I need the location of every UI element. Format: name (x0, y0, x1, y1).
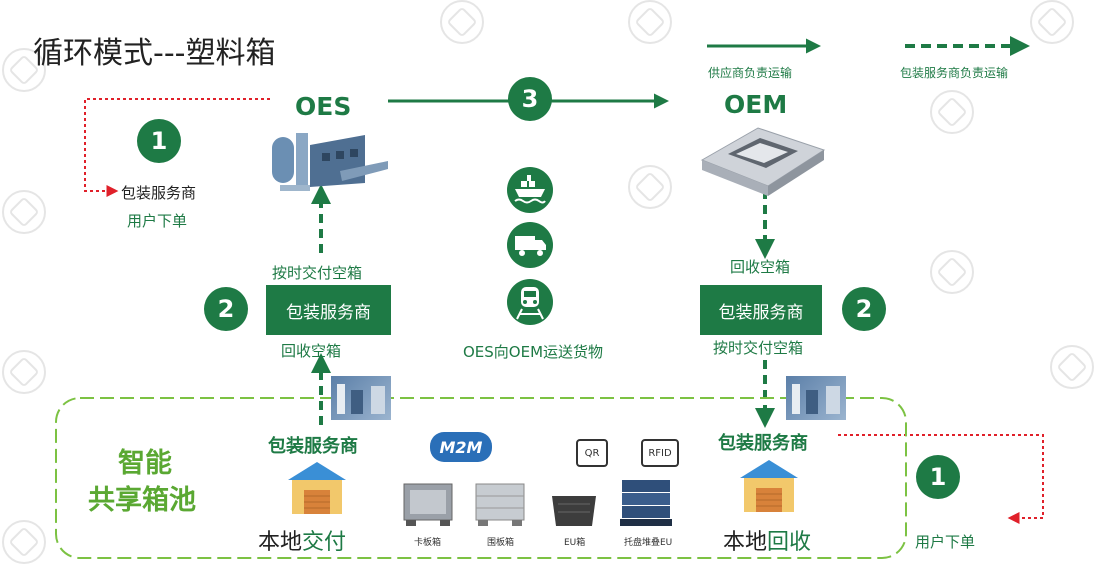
local-delivery-warehouse-icon (288, 462, 346, 514)
local-recycle-label: 本地回收 (723, 530, 812, 555)
pallet-stack-product-icon (620, 480, 672, 526)
watermark-seal-icon (628, 165, 672, 209)
step-2-badge-right: 2 (842, 287, 886, 331)
train-icon (507, 279, 553, 325)
page-title: 循环模式---塑料箱 (33, 36, 276, 71)
pool-title-line2: 共享箱池 (88, 485, 196, 516)
right-user-order-label: 用户下单 (915, 533, 976, 551)
shared-pool-frame (55, 397, 907, 559)
step-1-badge-left: 1 (137, 119, 181, 163)
product-label: 围板箱 (487, 538, 515, 548)
left-provider-label: 包装服务商 (121, 184, 197, 202)
step-2-badge-left: 2 (204, 287, 248, 331)
user-order-left-path (84, 98, 270, 197)
rfid-tag-icon: RFID (641, 439, 679, 467)
pool-left-provider-label: 包装服务商 (268, 436, 358, 457)
local-recycle-warehouse-icon (740, 460, 798, 512)
m2m-logo: M2M (430, 432, 492, 462)
watermark-seal-icon (2, 190, 46, 234)
watermark-seal-icon (930, 90, 974, 134)
left-recycle-label: 回收空箱 (281, 342, 342, 360)
pool-title-line1: 智能 (118, 448, 172, 479)
oem-factory-icon (700, 127, 826, 196)
watermark-seal-icon (2, 350, 46, 394)
legend-dashed-label: 包装服务商负责运输 (900, 66, 1009, 80)
qr-tag-icon: QR (576, 439, 608, 467)
oem-label: OEM (724, 90, 788, 119)
left-on-time-delivery-label: 按时交付空箱 (272, 264, 363, 282)
oes-label: OES (295, 92, 352, 121)
legend-solid-label: 供应商负责运输 (708, 66, 793, 80)
watermark-seal-icon (2, 48, 46, 92)
right-provider-box: 包装服务商 (700, 285, 822, 335)
oes-factory-icon (272, 133, 388, 191)
step-3-badge: 3 (508, 77, 552, 121)
left-user-order-label: 用户下单 (127, 212, 188, 230)
watermark-seal-icon (930, 250, 974, 294)
watermark-seal-icon (628, 0, 672, 44)
watermark-seal-icon (1030, 0, 1074, 44)
ship-icon (507, 167, 553, 213)
pool-right-provider-label: 包装服务商 (718, 433, 808, 454)
sleeve-box-product-icon (475, 483, 525, 526)
step-1-badge-right: 1 (916, 455, 960, 499)
right-on-time-delivery-label: 按时交付空箱 (713, 339, 804, 357)
user-order-right-path (838, 434, 1044, 524)
eu-box-product-icon (552, 496, 596, 526)
watermark-seal-icon (2, 520, 46, 564)
oes-to-oem-label: OES向OEM运送货物 (463, 343, 604, 361)
right-warehouse-photo (786, 376, 846, 420)
local-delivery-label: 本地交付 (258, 530, 347, 555)
right-recycle-label: 回收空箱 (730, 258, 791, 276)
product-label: 卡板箱 (414, 538, 442, 548)
watermark-seal-icon (440, 0, 484, 44)
product-label: EU箱 (564, 538, 586, 548)
product-label: 托盘堆叠EU (624, 538, 673, 548)
watermark-seal-icon (1050, 345, 1094, 389)
left-warehouse-photo (331, 376, 391, 420)
left-provider-box: 包装服务商 (266, 285, 391, 335)
truck-icon (507, 222, 553, 268)
pallet-box-product-icon (403, 483, 453, 526)
